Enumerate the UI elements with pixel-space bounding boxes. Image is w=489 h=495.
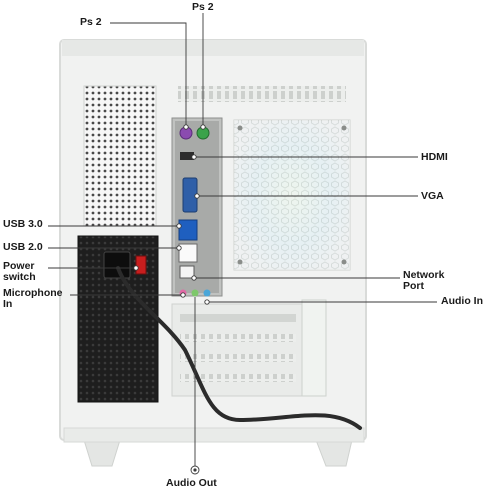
network-port <box>179 265 195 279</box>
leader-dots <box>133 124 210 475</box>
label-usb3: USB 3.0 <box>3 218 43 230</box>
top-stripe-vent <box>178 86 346 102</box>
label-ps2-left: Ps 2 <box>80 16 102 28</box>
label-vga: VGA <box>421 190 444 202</box>
usb2-ports <box>178 243 198 263</box>
leader-lines <box>48 13 437 466</box>
label-ps2-right: Ps 2 <box>192 1 214 13</box>
io-shield <box>171 117 223 297</box>
label-network-port: Network Port <box>403 269 445 292</box>
usb3-ports <box>178 219 198 241</box>
power-supply <box>77 235 159 403</box>
leader-ps2-left <box>110 22 187 127</box>
audio-in-jack <box>203 289 211 297</box>
label-audio-out: Audio Out <box>166 477 217 489</box>
label-usb2: USB 2.0 <box>3 241 43 253</box>
expansion-slots <box>171 299 327 397</box>
label-microphone-in: Microphone In <box>3 287 63 310</box>
power-cable <box>116 266 362 430</box>
audio-out-jack <box>191 289 199 297</box>
label-power-switch: Power switch <box>3 260 36 283</box>
top-left-vent <box>83 85 157 227</box>
hdmi-port <box>180 152 194 160</box>
label-hdmi: HDMI <box>421 151 448 163</box>
rear-fan <box>233 119 351 271</box>
power-socket <box>103 251 131 279</box>
power-switch-rocker <box>135 255 147 275</box>
label-audio-in: Audio In <box>441 295 483 307</box>
